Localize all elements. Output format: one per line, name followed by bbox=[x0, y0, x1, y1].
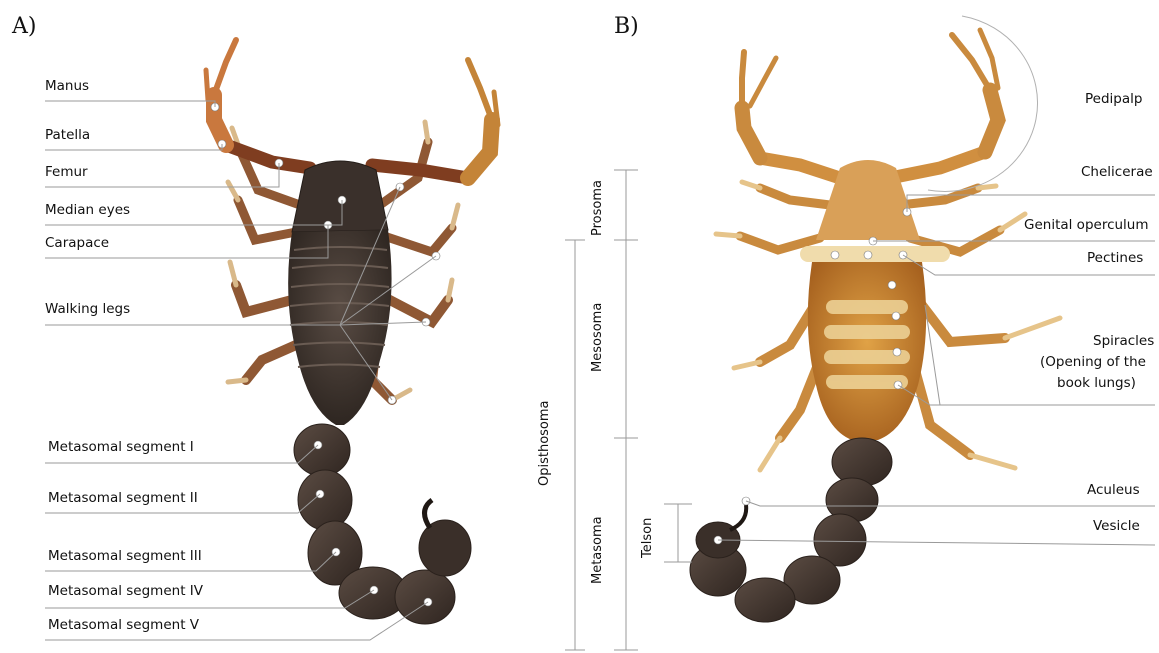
label-metasomal-segment-4: Metasomal segment IV bbox=[48, 585, 203, 599]
metasoma-ventral bbox=[690, 438, 892, 622]
label-pectines: Pectines bbox=[1087, 252, 1143, 266]
label-metasomal-segment-2: Metasomal segment II bbox=[48, 492, 198, 506]
region-brackets bbox=[565, 170, 692, 650]
label-vesicle: Vesicle bbox=[1093, 520, 1140, 534]
panel-label-b: B) bbox=[614, 14, 639, 39]
label-chelicerae: Chelicerae bbox=[1081, 166, 1153, 180]
label-walking-legs: Walking legs bbox=[45, 303, 130, 317]
label-median-eyes: Median eyes bbox=[45, 204, 130, 218]
pectines bbox=[800, 246, 950, 262]
label-opisthosoma: Opisthosoma bbox=[538, 400, 551, 486]
panel-label-a: A) bbox=[12, 14, 36, 39]
label-carapace: Carapace bbox=[45, 237, 109, 251]
label-spiracles-line2: (Opening of the bbox=[1040, 356, 1146, 370]
label-pedipalp: Pedipalp bbox=[1085, 93, 1142, 107]
label-spiracles: Spiracles bbox=[1093, 335, 1154, 349]
label-patella: Patella bbox=[45, 129, 90, 143]
pedipalp-right-ventral bbox=[890, 30, 998, 178]
label-metasomal-segment-1: Metasomal segment I bbox=[48, 441, 194, 455]
label-mesosoma: Mesosoma bbox=[591, 303, 604, 372]
label-metasomal-segment-3: Metasomal segment III bbox=[48, 550, 202, 564]
metasoma-dorsal bbox=[294, 424, 471, 624]
label-prosoma: Prosoma bbox=[591, 180, 604, 236]
label-telson: Telson bbox=[641, 518, 654, 558]
label-aculeus: Aculeus bbox=[1087, 484, 1140, 498]
label-spiracles-line3: book lungs) bbox=[1057, 377, 1136, 391]
label-metasomal-segment-5: Metasomal segment V bbox=[48, 619, 199, 633]
label-femur: Femur bbox=[45, 166, 88, 180]
pedipalp-right-dorsal bbox=[372, 60, 498, 178]
mesosoma-dorsal bbox=[288, 230, 391, 425]
label-manus: Manus bbox=[45, 80, 89, 94]
pedipalp-left-ventral bbox=[742, 52, 840, 178]
label-metasoma: Metasoma bbox=[591, 516, 604, 584]
label-genital-operculum: Genital operculum bbox=[1024, 219, 1149, 233]
